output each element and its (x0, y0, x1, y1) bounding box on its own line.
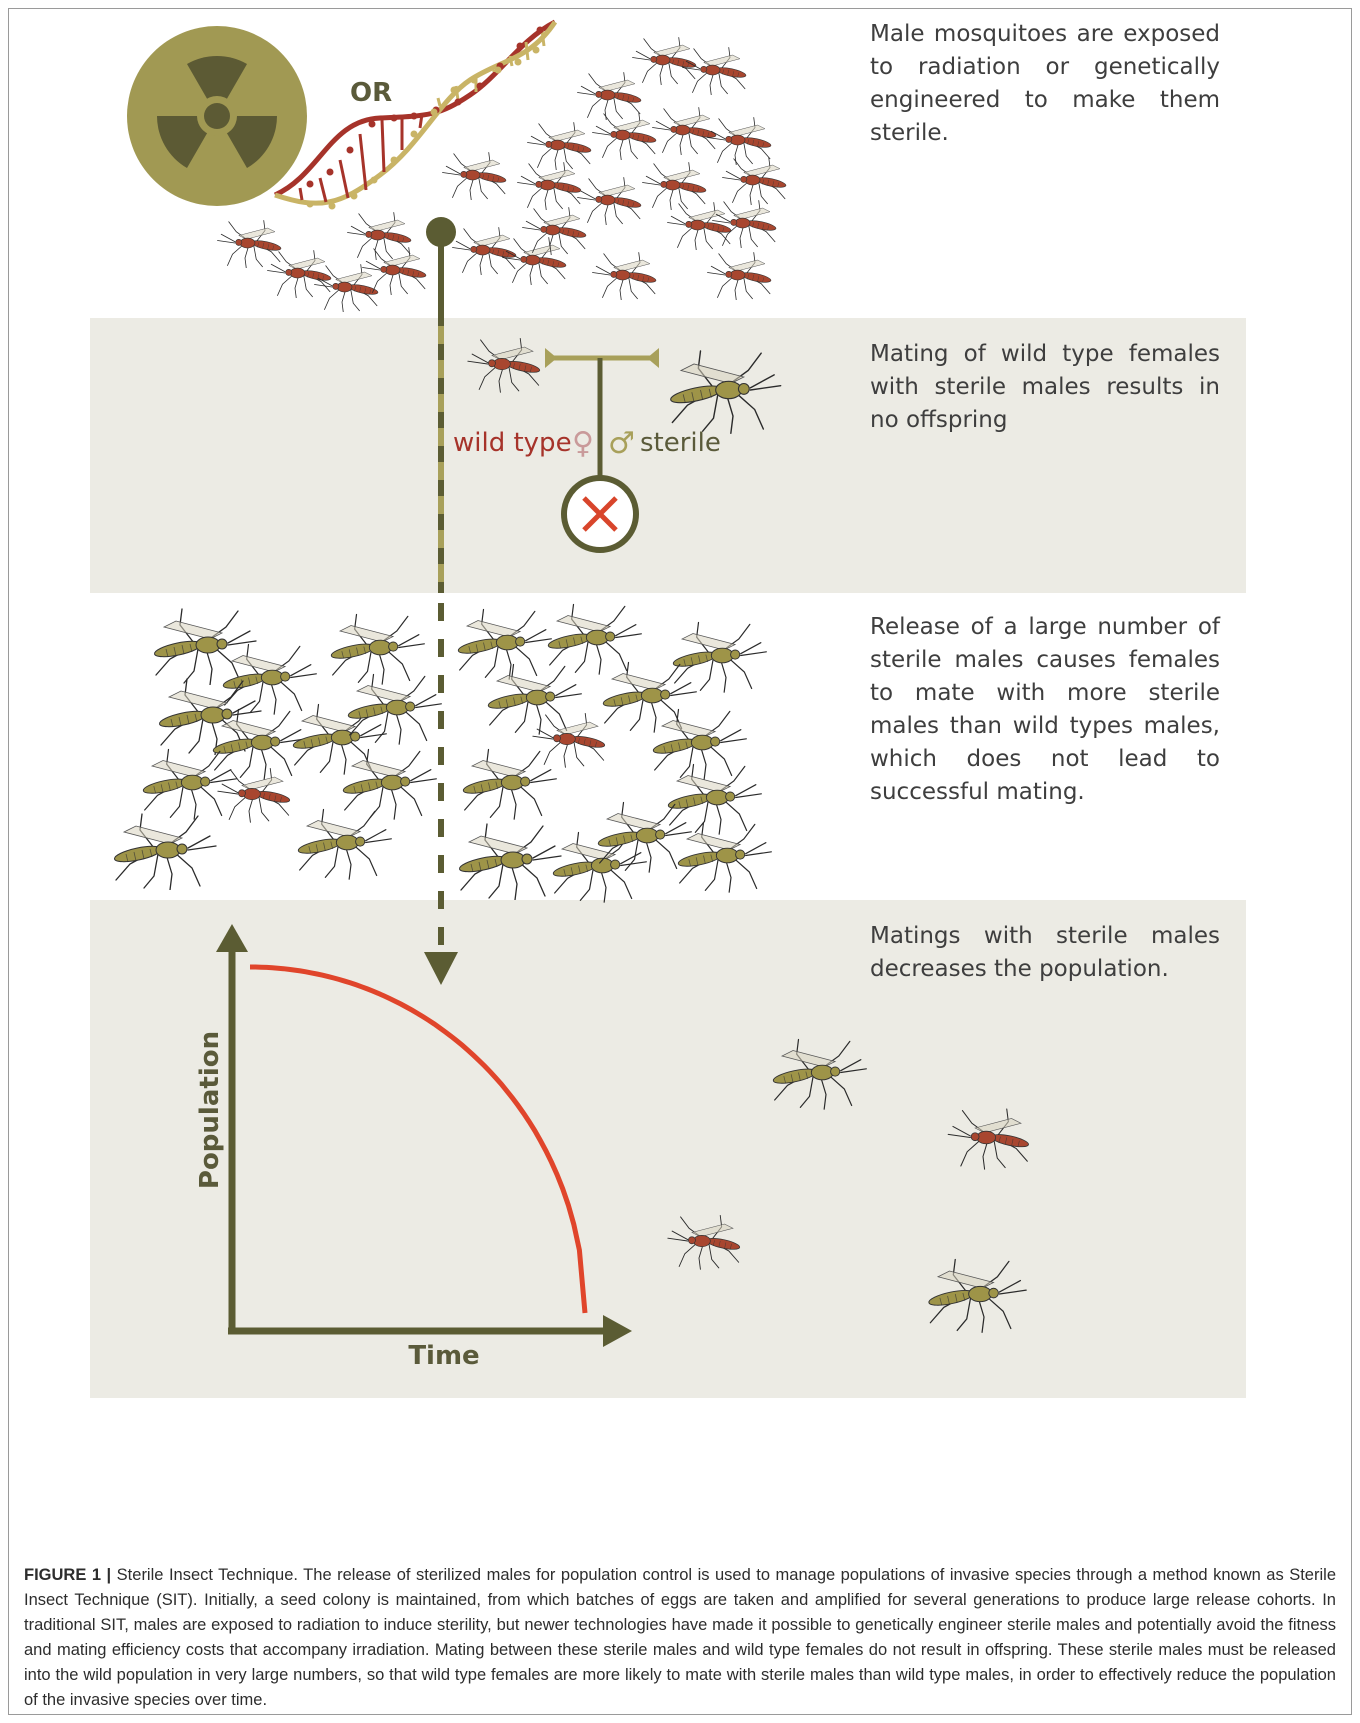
x-axis-arrowhead (603, 1315, 632, 1347)
figure-caption: FIGURE 1 | Sterile Insect Technique. The… (24, 1563, 1336, 1713)
wild-type-mosquito-icon (218, 769, 291, 823)
or-label: OR (350, 78, 392, 108)
mosquito-icon (348, 213, 412, 261)
caption-separator: | (107, 1566, 112, 1584)
sterile-mosquito-icon (342, 750, 436, 820)
mosquito-icon (668, 203, 732, 251)
caption-label: FIGURE 1 (24, 1566, 101, 1584)
sterile-mosquito-icon (457, 610, 551, 680)
x-axis-label: Time (408, 1341, 479, 1371)
sterile-label: sterile (640, 428, 721, 458)
mosquito-icon (218, 221, 282, 269)
mosquito-icon (708, 253, 772, 301)
y-axis-label: Population (195, 1031, 225, 1189)
radiation-icon (127, 26, 307, 206)
mosquito-icon (723, 158, 787, 206)
panel4-description: Matings with sterile males decreases the… (870, 920, 1220, 986)
mosquito-icon (503, 238, 567, 286)
population-chart (216, 924, 632, 1347)
panel1-description: Male mosquitoes are exposed to radiation… (870, 18, 1220, 150)
sterile-mosquito-icon (212, 710, 306, 780)
sterile-mosquito-icon (113, 814, 216, 890)
timeline-connector (424, 217, 458, 985)
dna-helix-icon (275, 22, 555, 210)
wild-type-female-mosquito-icon (468, 339, 541, 393)
sterile-mosquito-icon (297, 810, 391, 880)
wild-type-mosquito-icon (533, 714, 606, 768)
sterile-mosquito-icon (672, 623, 766, 693)
mosquito-icon (708, 118, 772, 166)
timeline-arrowhead (424, 952, 458, 985)
sterile-mosquito-icon (462, 750, 556, 820)
caption-text: Sterile Insect Technique. The release of… (24, 1566, 1336, 1709)
sterile-mosquito-icon (347, 675, 441, 745)
sterile-mosquito-icon (928, 1260, 1026, 1333)
mosquito-icon (518, 163, 582, 211)
sterile-mosquito-icon (667, 765, 761, 835)
sterile-mosquito-icon (458, 824, 561, 900)
mosquito-icon (528, 123, 592, 171)
mosquito-icon (593, 253, 657, 301)
mosquito-icon (643, 163, 707, 211)
panel3-description: Release of a large number of sterile mal… (870, 611, 1220, 809)
mosquito-icon (268, 251, 332, 299)
sterile-mosquito-icon (602, 663, 696, 733)
female-symbol-icon: ♀ (572, 426, 594, 461)
mosquito-icon (315, 265, 379, 313)
mosquito-icon (578, 178, 642, 226)
sterile-mosquito-icon (652, 710, 746, 780)
mosquito-icon (593, 113, 657, 161)
mosquito-sparse-panel4 (668, 1040, 1030, 1333)
sterile-male-mosquito-icon (669, 351, 780, 433)
mosquito-icon (578, 73, 642, 121)
population-decline-curve (250, 967, 585, 1313)
mosquito-icon (443, 153, 507, 201)
sterile-mosquito-icon (547, 605, 641, 675)
sterile-mosquito-icon (677, 823, 771, 893)
panel2-description: Mating of wild type females with sterile… (870, 338, 1220, 437)
sterile-mosquito-icon (330, 615, 424, 685)
sterile-mosquito-icon (153, 609, 256, 685)
wild-type-label: wild type (453, 428, 572, 458)
y-axis-arrowhead (216, 924, 248, 952)
mosquito-icon (713, 201, 777, 249)
sterile-mosquito-icon (772, 1040, 866, 1110)
wild-type-mosquito-icon (948, 1109, 1029, 1169)
wild-type-mosquito-icon (668, 1216, 741, 1270)
mosquito-icon (653, 108, 717, 156)
sterile-mosquito-icon (487, 665, 581, 735)
sterile-mosquito-icon (222, 645, 316, 715)
male-symbol-icon: ♂ (608, 426, 635, 461)
mosquito-icon (683, 48, 747, 96)
